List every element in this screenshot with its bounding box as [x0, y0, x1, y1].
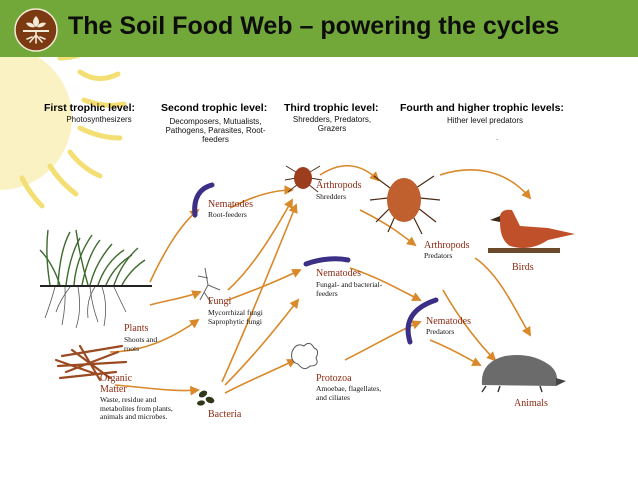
plants-title: Plants — [124, 323, 149, 334]
nematodes-root-title: Nematodes — [208, 199, 253, 210]
arthropod-shredder-icon — [284, 165, 323, 193]
nematodes-fb-sub: Fungal- and bacterial-feeders — [316, 280, 383, 298]
level-3-sub: Shredders, Predators, Grazers — [292, 115, 372, 134]
fungi-sub: Mycorrhizal fungi Saprophytic fungi — [208, 308, 263, 326]
plants-icon — [39, 229, 152, 329]
fungi-icon — [197, 267, 221, 305]
bacteria-title: Bacteria — [208, 409, 242, 420]
nematodes-predators-title: Nematodes — [426, 316, 471, 327]
plants-sub: Shoots and roots — [124, 335, 158, 353]
arthropods-shredders-sub: Shredders — [316, 192, 346, 201]
level-1-heading: First trophic level: — [44, 102, 136, 114]
sun-icon — [0, 57, 127, 209]
level-2-sub: Decomposers, Mutualists, Pathogens, Para… — [165, 117, 266, 145]
organic-matter-sub: Waste, residue and metabolites from plan… — [100, 395, 173, 422]
plant-roots-icon — [14, 8, 58, 52]
decorative-dot: . — [496, 133, 498, 142]
nematodes-fb-title: Nematodes — [316, 268, 361, 279]
arthropod-predator-icon — [369, 175, 441, 235]
fungi-title: Fungi — [208, 296, 232, 307]
protozoa-sub: Amoebae, flagellates, and ciliates — [316, 384, 382, 402]
level-3-heading: Third trophic level: — [284, 102, 379, 114]
protozoa-title: Protozoa — [316, 373, 352, 384]
nematodes-root-sub: Root-feeders — [208, 210, 247, 219]
arthropods-shredders-title: Arthropods — [316, 180, 362, 191]
bacteria-icon — [197, 390, 215, 406]
birds-title: Birds — [512, 262, 534, 273]
level-4-heading: Fourth and higher trophic levels: — [400, 102, 564, 114]
level-1-sub: Photosynthesizers — [66, 115, 132, 124]
nematode-predator-icon — [405, 297, 439, 345]
level-2-heading: Second trophic level: — [161, 102, 268, 114]
organic-matter-icon — [54, 344, 128, 382]
protozoa-icon — [291, 342, 319, 370]
bird-icon — [488, 209, 575, 253]
nematode-root-feeder-icon — [192, 182, 215, 218]
arthropods-predators-sub: Predators — [424, 251, 453, 260]
nematode-fungal-feeder-icon — [303, 256, 351, 267]
organic-matter-title: Organic Matter — [100, 373, 133, 395]
title-bar: The Soil Food Web – powering the cycles — [0, 0, 638, 57]
level-4-sub: Hither level predators — [446, 116, 524, 125]
animal-icon — [481, 355, 566, 393]
food-web-diagram: . — [0, 57, 575, 406]
animals-title: Animals — [514, 398, 548, 409]
nematodes-predators-sub: Predators — [426, 327, 455, 336]
page-title: The Soil Food Web – powering the cycles — [68, 12, 560, 40]
arthropods-predators-title: Arthropods — [424, 240, 470, 251]
